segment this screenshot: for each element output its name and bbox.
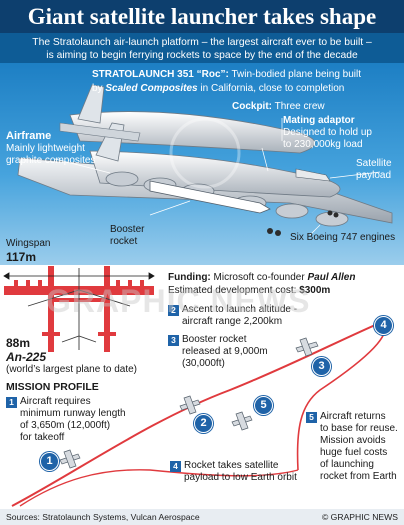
subhead-line-2: by Scaled Composites in California, clos… xyxy=(92,83,344,95)
title-bar xyxy=(0,0,404,33)
mating-line-2: to 230,000kg load xyxy=(283,139,363,150)
booster-line-2: rocket xyxy=(110,236,138,247)
step-5-line-5: of launching xyxy=(320,459,374,470)
mission-heading: MISSION PROFILE xyxy=(6,381,99,393)
step-2-marker: 2 xyxy=(194,414,213,433)
cockpit-label: Cockpit: xyxy=(232,101,272,112)
mission-panel xyxy=(0,265,404,509)
step-1-marker: 1 xyxy=(40,452,59,471)
subhead-line-1: STRATOLAUNCH 351 “Roc”: Twin-bodied plan… xyxy=(92,69,361,81)
airframe-line-2: graphite composites xyxy=(6,155,96,166)
step-5-marker: 5 xyxy=(254,396,273,415)
subhead-text-1: Twin-bodied plane being built xyxy=(231,69,362,80)
airframe-label: Airframe xyxy=(6,130,52,142)
builder-name: Scaled Composites xyxy=(105,83,198,94)
copyright-credit: © GRAPHIC NEWS xyxy=(321,512,398,522)
step-2-line-1: Ascent to launch altitude - xyxy=(182,304,298,315)
step-2-line-2: aircraft range 2,200km xyxy=(182,316,283,327)
model-label: STRATOLAUNCH 351 “Roc”: xyxy=(92,69,229,80)
page-title: Giant satellite launcher takes shape xyxy=(27,4,377,29)
an225-length: 88m xyxy=(6,336,31,350)
step-1-line-4: for takeoff xyxy=(20,432,65,443)
step-4-line-1: Rocket takes satellite xyxy=(184,460,279,471)
funder-name: Paul Allen xyxy=(307,272,356,283)
satellite-line-1: Satellite xyxy=(356,158,392,169)
cost-label: Estimated development cost: xyxy=(168,285,297,296)
cockpit-callout: Cockpit: Three crew xyxy=(232,101,325,113)
footer-bar xyxy=(0,509,404,525)
step-5-line-4: huge fuel costs xyxy=(320,447,388,458)
intro-line-1: The Stratolaunch air-launch platform – t… xyxy=(32,37,372,48)
stratolaunch-aircraft-illustration xyxy=(17,84,393,236)
step-1-line-1: Aircraft requires xyxy=(20,396,91,407)
step-4-marker: 4 xyxy=(374,316,393,335)
step-1-line-3: of 3,650m (12,000ft) xyxy=(20,420,111,431)
an225-name: An-225 xyxy=(6,350,47,364)
intro-panel xyxy=(0,33,404,63)
wingspan-value: 117m xyxy=(6,250,37,264)
step-5-line-2: to base for reuse. xyxy=(320,423,398,434)
funding-line-2: Estimated development cost: $300m xyxy=(168,285,330,297)
step-3-line-3: (30,000ft) xyxy=(182,358,225,369)
step-4-badge: 4 xyxy=(170,461,181,472)
sources-text: Sources: Stratolaunch Systems, Vulcan Ae… xyxy=(6,512,200,522)
step-3-badge: 3 xyxy=(168,335,179,346)
step-3-marker: 3 xyxy=(312,357,331,376)
intro-line-2: is aiming to begin ferrying rockets to s… xyxy=(46,50,358,61)
an225-note: (world’s largest plane to date) xyxy=(6,364,137,375)
funding-label: Funding: xyxy=(168,272,211,283)
mating-line-1: Designed to hold up xyxy=(283,127,372,138)
step-4-line-2: payload to low Earth orbit xyxy=(184,472,297,483)
engines-label: Six Boeing 747 engines xyxy=(290,232,396,243)
subhead-text-2: in California, close to completion xyxy=(200,83,345,94)
step-1-line-2: minimum runway length xyxy=(20,408,126,419)
step-5-line-3: Mission avoids xyxy=(320,435,386,446)
cockpit-text: Three crew xyxy=(274,101,325,112)
step-5-line-1: Aircraft returns xyxy=(320,411,386,422)
wingspan-label: Wingspan xyxy=(6,238,51,249)
satellite-line-2: payload xyxy=(356,170,392,181)
size-comparison-silhouettes xyxy=(3,266,155,352)
step-3-line-2: released at 9,000m xyxy=(182,346,268,357)
step-2-badge: 2 xyxy=(168,305,179,316)
step-5-badge: 5 xyxy=(306,412,317,423)
mating-label: Mating adaptor xyxy=(283,115,355,126)
step-5-line-6: rocket from Earth xyxy=(320,471,397,482)
watermark: GRAPHIC NEWS xyxy=(46,283,311,319)
booster-line-1: Booster xyxy=(110,224,145,235)
cost-value: $300m xyxy=(299,285,331,296)
funding-text: Microsoft co-founder xyxy=(213,272,305,283)
step-3-line-1: Booster rocket xyxy=(182,334,247,345)
funding-line-1: Funding: Microsoft co-founder Paul Allen xyxy=(168,272,355,284)
step-1-badge: 1 xyxy=(6,397,17,408)
subhead-by: by xyxy=(92,83,103,94)
airframe-line-1: Mainly lightweight xyxy=(6,143,85,154)
